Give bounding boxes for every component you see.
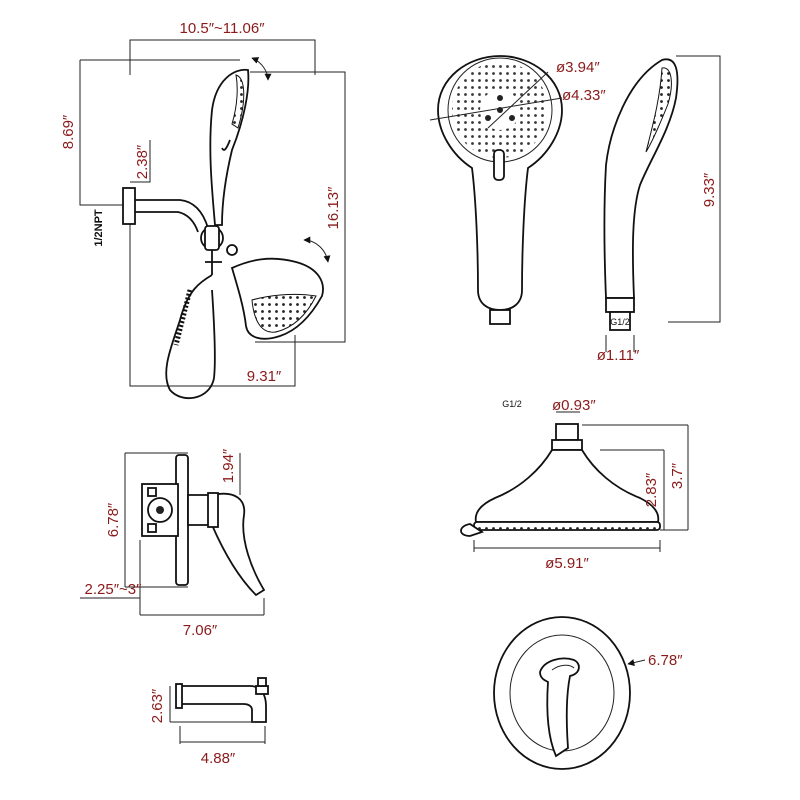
reach-line [129, 205, 296, 387]
showerhead-connector [555, 423, 579, 441]
reach-label: 9.31″ [247, 368, 282, 385]
spout-height-label: 2.63″ [149, 688, 166, 723]
arm-rise-line [130, 140, 151, 183]
handheld-height-label: 8.69″ [60, 114, 77, 149]
wall-depth-label: 2.25″~3″ [85, 581, 143, 598]
plate-height-label: 6.78″ [105, 502, 122, 537]
assembly-view: 10.5″~11.06″ 8.69″ 2.38″ 1/2NPT 16.13″ 9… [60, 20, 346, 399]
plate-diameter-arrow [627, 659, 646, 666]
shower-arm [135, 199, 209, 233]
valve-side-view: 6.78″ 1.94″ 2.25″~3″ 7.06″ [80, 448, 266, 639]
total-height-label: 16.13″ [325, 186, 342, 230]
handle-offset-label: 1.94″ [220, 448, 237, 483]
trim-handle [539, 657, 580, 758]
valve-handle [187, 492, 266, 597]
showerhead-view: G1/2 ø0.93″ 2.83″ 3.7″ ø5.91″ [460, 397, 689, 572]
head-total-height-label: 3.7″ [669, 462, 686, 489]
spout-length-label: 4.88″ [201, 750, 236, 767]
diverter-knob [226, 244, 238, 256]
rotate-arrow-head [303, 236, 331, 263]
handheld-connector [489, 309, 511, 325]
handheld-height-line [79, 60, 125, 206]
tub-spout [179, 685, 267, 723]
rotate-arrow-top [251, 57, 272, 81]
handheld-face-diameter: ø3.94″ [556, 59, 600, 76]
handheld-thread-label: G1/2 [610, 317, 630, 327]
handheld-side-view: G1/2 9.33″ ø1.11″ [597, 55, 721, 364]
trim-plate-diameter: 6.78″ [648, 652, 683, 669]
showerhead-thread-label: G1/2 [502, 399, 522, 409]
handheld-length-line [668, 55, 721, 323]
spout-view: 2.63″ 4.88″ [149, 677, 269, 767]
arm-rise-label: 2.38″ [134, 144, 151, 179]
spout-diverter [257, 677, 267, 687]
handheld-connector-diameter: ø1.11″ [597, 347, 640, 364]
hose [165, 274, 216, 399]
pipe-thread-label: 1/2NPT [93, 209, 105, 247]
showerhead-bell [474, 449, 660, 523]
total-height-line [250, 71, 346, 343]
side-connector [609, 311, 631, 331]
handheld-front-view: ø3.94″ ø4.33″ [429, 55, 606, 325]
handheld-length-label: 9.33″ [701, 172, 718, 207]
handheld-head-diameter: ø4.33″ [562, 87, 606, 104]
showerhead-connector-diameter: ø0.93″ [552, 397, 596, 414]
trim-plate-view: 6.78″ [493, 616, 683, 770]
valve-depth-label: 7.06″ [183, 622, 218, 639]
wall-flange [122, 187, 136, 225]
width-label: 10.5″~11.06″ [180, 20, 266, 37]
width-dimension-line [129, 39, 316, 75]
bell-height-label: 2.83″ [643, 472, 660, 507]
face-diameter-label: ø5.91″ [545, 555, 589, 572]
